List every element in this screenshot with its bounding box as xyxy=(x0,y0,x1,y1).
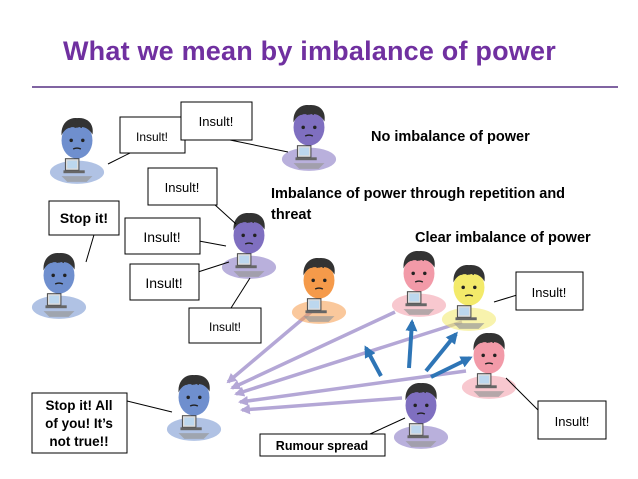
person-pink-top xyxy=(390,249,448,318)
person-orange xyxy=(290,256,348,325)
bubble-insult-7: Insult! xyxy=(493,271,584,311)
bubble-insult-4-text: Insult! xyxy=(143,229,180,245)
rumour-arrows xyxy=(226,304,467,415)
person-rumour-source xyxy=(392,381,450,450)
rumour-arrow-2 xyxy=(230,310,396,390)
bubble-stop-all-line-2: of you! It’s xyxy=(45,416,113,431)
bubble-insult-5-text: Insult! xyxy=(145,275,182,291)
blue-arrow-2 xyxy=(405,319,418,369)
influence-arrows xyxy=(364,319,473,379)
person-center xyxy=(220,211,278,280)
bubble-stop-all: Stop it! All of you! It’s not true!! xyxy=(31,392,173,454)
bubble-stop-it-text: Stop it! xyxy=(60,210,108,226)
bubble-insult-8: Insult! xyxy=(505,377,607,440)
blue-arrow-4 xyxy=(430,356,473,379)
person-top-middle xyxy=(280,103,338,172)
bubble-insult-8-text: Insult! xyxy=(555,414,590,429)
bubble-stop-it: Stop it! xyxy=(48,200,120,263)
bubble-insult-3: Insult! xyxy=(147,167,237,225)
bubble-insult-7-text: Insult! xyxy=(532,285,567,300)
bubble-stop-all-line-3: not true!! xyxy=(49,434,108,449)
bubble-insult-2-text: Insult! xyxy=(199,114,234,129)
person-left xyxy=(30,251,88,320)
rumour-arrow-4 xyxy=(238,369,467,406)
bubble-insult-1: Insult! xyxy=(107,116,186,165)
person-top-left xyxy=(48,116,106,185)
caption-clear-imbalance: Clear imbalance of power xyxy=(415,230,591,246)
person-yellow xyxy=(440,263,498,332)
person-pink-right xyxy=(460,331,518,400)
bubble-insult-3-text: Insult! xyxy=(165,180,200,195)
bubble-rumour: Rumour spread xyxy=(259,417,406,457)
person-victim xyxy=(165,373,223,442)
speech-bubbles: Insult! Insult! Insult! Stop it! xyxy=(31,101,607,457)
bubble-insult-1-text: Insult! xyxy=(136,130,168,144)
bubble-insult-2: Insult! xyxy=(180,101,289,153)
page-title: What we mean by imbalance of power xyxy=(63,36,556,66)
bubble-insult-4: Insult! xyxy=(124,217,227,255)
rumour-arrow-3 xyxy=(234,320,463,397)
caption-repetition-line-1: Imbalance of power through repetition an… xyxy=(271,186,566,202)
blue-arrow-1 xyxy=(364,345,383,377)
rumour-arrow-5 xyxy=(240,396,403,415)
title-divider xyxy=(32,86,618,88)
bubble-rumour-text: Rumour spread xyxy=(276,439,368,453)
bubble-insult-6-text: Insult! xyxy=(209,320,241,334)
bubble-stop-all-line-1: Stop it! All xyxy=(46,398,113,413)
bubble-insult-5: Insult! xyxy=(129,261,230,301)
caption-no-imbalance: No imbalance of power xyxy=(371,129,530,145)
caption-repetition-line-2: threat xyxy=(271,207,312,223)
blue-arrow-3 xyxy=(424,331,458,373)
bubble-insult-6: Insult! xyxy=(188,277,262,344)
